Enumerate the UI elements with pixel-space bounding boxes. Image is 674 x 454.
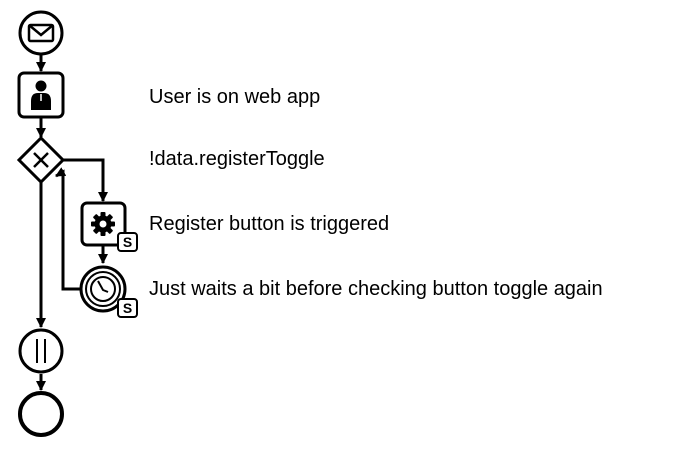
timer-badge-text: S [123, 300, 132, 316]
timer-badge: S [117, 298, 138, 318]
flow-timer-back-to-gateway [55, 167, 81, 291]
gateway-condition-label: !data.registerToggle [149, 148, 325, 170]
service-badge-text: S [123, 234, 132, 250]
service-badge: S [117, 232, 138, 252]
user-task[interactable] [17, 71, 65, 119]
pause-icon [36, 339, 46, 363]
user-task-label: User is on web app [149, 86, 321, 108]
service-task[interactable]: S [80, 201, 138, 252]
envelope-icon [27, 23, 55, 43]
sequence-flows [36, 55, 108, 391]
gear-icon [91, 212, 115, 236]
end-event[interactable] [18, 391, 64, 437]
x-icon [33, 152, 49, 168]
flow-gateway-to-service [63, 158, 108, 202]
exclusive-gateway[interactable] [16, 135, 66, 185]
timer-event[interactable]: S [79, 265, 138, 318]
service-task-label: Register button is triggered [149, 213, 390, 235]
parallel-event[interactable] [18, 328, 64, 374]
user-icon [31, 80, 51, 110]
timer-event-label: Just waits a bit before checking button … [149, 278, 603, 300]
clock-icon [90, 276, 116, 302]
message-start-event[interactable] [18, 10, 64, 56]
